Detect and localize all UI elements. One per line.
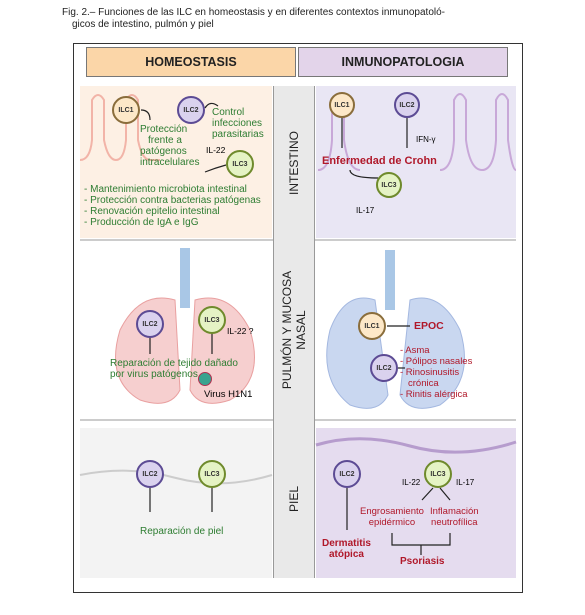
arrow-psoriasis-join [391, 533, 451, 555]
ilc2-cell-immuno: ILC2 [394, 92, 420, 118]
ilc2-cell-lung: ILC2 [136, 310, 164, 338]
il17-label-skin: IL-17 [456, 478, 475, 487]
section-label-skin: PIEL [273, 420, 315, 578]
arrow-ilc3-il22 [421, 487, 434, 501]
skin-home-bg [80, 428, 272, 578]
epoc-label: EPOC [414, 320, 444, 332]
arrow-ilc1-home [140, 109, 151, 121]
caption-line-1: Fig. 2.– Funciones de las ILC en homeost… [62, 7, 445, 18]
arrow-ilc2-home [204, 102, 219, 109]
il17-label-intestine: IL-17 [356, 206, 375, 215]
ilc3-cell-skin-immuno: ILC3 [424, 460, 452, 488]
lung-diseases-list: - Asma - Pólipos nasales - Rinosinusitis… [400, 345, 473, 400]
il22-question-label: IL-22 ? [227, 326, 254, 336]
figure-caption: Fig. 2.– Funciones de las ILC en homeost… [62, 7, 532, 31]
lung-right-immuno [399, 297, 465, 409]
psoriasis-label: Psoriasis [400, 556, 445, 567]
arrow-ilc3-immuno [349, 169, 379, 179]
skin-immuno-bg [316, 428, 516, 578]
homeostasis-header: HOMEOSTASIS [86, 47, 296, 77]
ilc1-cell-immuno: ILC1 [329, 92, 355, 118]
ilc1-cell-lung-immuno: ILC1 [358, 312, 386, 340]
ilc1-cell: ILC1 [112, 96, 140, 124]
ilc3-cell-immuno: ILC3 [376, 172, 402, 198]
trachea-home [180, 248, 190, 308]
virus-h1n1-label: Virus H1N1 [204, 389, 253, 400]
ilc3-cell-lung: ILC3 [198, 306, 226, 334]
arrow-ilc3-il17 [439, 487, 451, 501]
caption-line-2: gicos de intestino, pulmón y piel [72, 19, 214, 30]
virus-icon [198, 372, 212, 386]
skin-home-surface [79, 469, 273, 485]
skin-repair-text: Reparación de piel [140, 526, 224, 537]
intestine-functions-list: - Mantenimiento microbiota intestinal - … [84, 184, 261, 228]
trachea-immuno [385, 250, 395, 310]
immunopathology-header: INMUNOPATOLOGIA [298, 47, 508, 77]
section-label-intestine: INTESTINO [273, 86, 315, 240]
arrow-ilc3-home [204, 164, 227, 173]
skin-immuno-surface [315, 437, 517, 454]
ilc3-cell: ILC3 [226, 150, 254, 178]
ifn-gamma-label: IFN-γ [416, 135, 436, 144]
ilc2-cell-skin-immuno: ILC2 [333, 460, 361, 488]
il22-label: IL-22 [206, 145, 226, 155]
il22-label-skin: IL-22 [402, 478, 421, 487]
ilc2-cell: ILC2 [177, 96, 205, 124]
ilc2-cell-skin: ILC2 [136, 460, 164, 488]
ilc2-cell-lung-immuno: ILC2 [370, 354, 398, 382]
intestine-villi-left [79, 94, 160, 162]
ilc3-cell-skin: ILC3 [198, 460, 226, 488]
crohn-disease-label: Enfermedad de Crohn [322, 155, 437, 167]
